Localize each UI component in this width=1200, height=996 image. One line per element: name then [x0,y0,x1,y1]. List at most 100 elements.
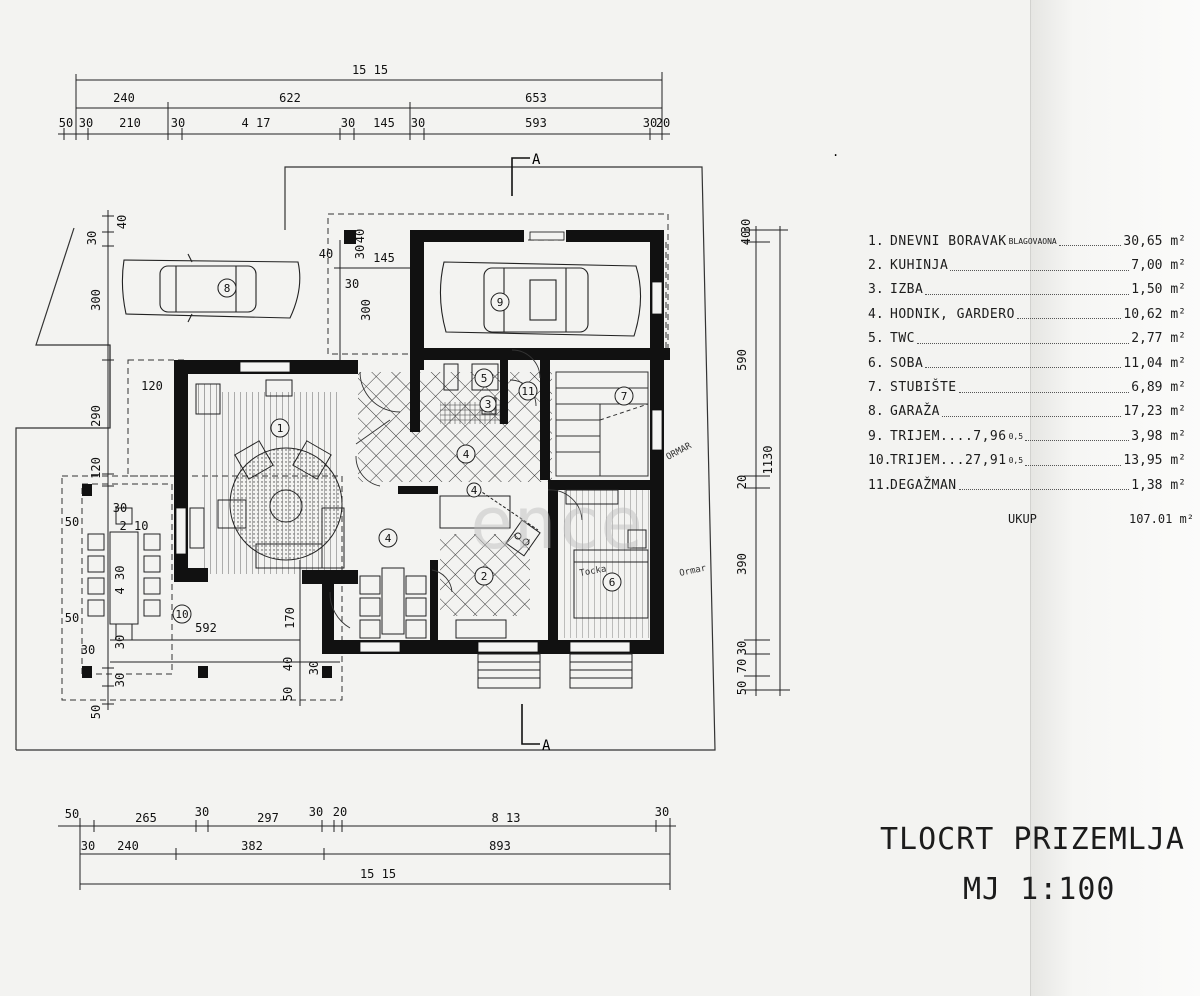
dim-inner-30: 30 [307,661,321,675]
legend-room-name: GARAŽA [890,404,940,420]
dim-inner-40: 40 [281,657,295,671]
dim-bottom-813: 8 13 [492,811,521,825]
dim-left-290: 290 [89,405,103,427]
legend-area-value: 17,23 m² [1123,404,1186,420]
dim-top-593: 593 [525,116,547,130]
legend-leader-dots [950,261,1130,271]
paper-fold [1030,0,1200,996]
dimension-text-right: 30 40 590 20 390 30 70 50 1130 [735,219,775,695]
total-value: 107.01 m² [1128,512,1194,526]
dim-top-overall: 15 15 [352,63,388,77]
legend-leader-dots [958,383,1130,393]
legend-room-name: TWC [890,331,915,347]
dim-bottom-50: 50 [65,807,79,821]
legend-leader-dots [941,407,1122,417]
dim-left-40: 40 [115,215,129,229]
dimension-lines-right [744,226,790,696]
dim-bottom-30c: 30 [655,805,669,819]
dimension-lines-bottom [58,818,676,890]
room-label-4c: 4 [385,532,392,545]
dim-bottom-30d: 30 [81,839,95,853]
dim-park-300: 300 [359,299,373,321]
legend-number: 4. [868,306,884,322]
drawing-title: TLOCRT PRIZEMLJA [880,822,1185,857]
dim-inner-170: 170 [283,607,297,629]
legend-row: 11.DEGAŽMAN 1,38 m² [868,473,1186,497]
dim-bottom-30b: 30 [309,805,323,819]
legend-area-value: 30,65 m² [1123,233,1186,249]
legend-area-value: 7,00 m² [1131,258,1186,274]
dim-left-300: 300 [89,289,103,311]
dim-bottom-20: 20 [333,805,347,819]
legend-number: 8. [868,404,884,420]
dim-top-50: 50 [59,116,73,130]
dim-top-653: 653 [525,91,547,105]
legend-area-value: 13,95 m² [1123,453,1186,469]
room-label-1: 1 [277,422,284,435]
legend-room-name: TRIJEM...27,91 [890,453,1007,469]
dimension-lines-left [102,210,114,710]
dimension-text-parking: 40 145 30 40 30 300 [319,229,395,321]
dim-top-30d: 30 [411,116,425,130]
legend-leader-dots [1025,456,1122,466]
dimension-text-inner: 120 592 170 40 30 50 30 [113,379,321,701]
legend-area-value: 1,38 m² [1131,477,1186,493]
legend-leader-dots [1058,236,1122,247]
dim-right-50: 50 [735,681,749,695]
legend-area-value: 11,04 m² [1123,355,1186,371]
dim-top-240: 240 [113,91,135,105]
car-right [439,261,642,337]
dim-top-30c: 30 [341,116,355,130]
dim-inner-30b: 30 [113,635,127,649]
legend-row: 8. GARAŽA 17,23 m² [868,400,1186,424]
dim-right-390: 390 [735,553,749,575]
legend-note: 0,5 [1008,456,1024,466]
dim-right-590: 590 [735,349,749,371]
dim-left-30b: 30 [113,501,127,515]
dim-inner-50: 50 [281,687,295,701]
legend-room-name: STUBIŠTE [890,380,957,396]
dim-top-210: 210 [119,116,141,130]
dim-bottom-30a: 30 [195,805,209,819]
dimension-lines-inner [110,240,410,706]
room-label-2: 2 [481,570,488,583]
section-marker [511,157,540,745]
legend-area-value: 6,89 m² [1131,380,1186,396]
drawing-scale: MJ 1:100 [963,872,1116,907]
dim-top-30a: 30 [79,116,93,130]
dim-top-30e: 30 [643,116,657,130]
dimension-text-top: 15 15 240 622 653 50 30 210 30 4 17 30 1… [59,63,670,130]
total-area-row: UKUP 107.01 m² [1008,512,1194,526]
room-label-3: 3 [485,398,492,411]
note-ormar: ORMAR [665,441,694,463]
dim-bottom-240: 240 [117,839,139,853]
dim-right-30b: 30 [735,641,749,655]
dim-top-622: 622 [279,91,301,105]
dim-bottom-297: 297 [257,811,279,825]
legend-number: 11. [868,477,892,493]
dim-left-120: 120 [89,457,103,479]
dim-left-210: 2 10 [120,519,149,533]
legend-room-name: DEGAŽMAN [890,477,957,493]
dim-park-40b: 40 [353,229,367,243]
room-number-markers [172,278,634,624]
dim-right-30: 30 [739,219,753,233]
room-number-labels: 1 2 3 4 5 6 7 8 9 10 11 4 4 [175,282,627,621]
dim-park-145: 145 [373,251,395,265]
total-label: UKUP [1008,512,1037,526]
legend-leader-dots [958,480,1130,491]
legend-area-value: 2,77 m² [1131,331,1186,347]
legend-room-name: IZBA [890,282,924,298]
dimension-lines-top [58,72,670,140]
entrance-steps [477,653,633,689]
legend-leader-dots [1025,431,1130,442]
room-label-6: 6 [609,576,616,589]
dim-inner-120: 120 [141,379,163,393]
dim-park-30: 30 [345,277,359,291]
